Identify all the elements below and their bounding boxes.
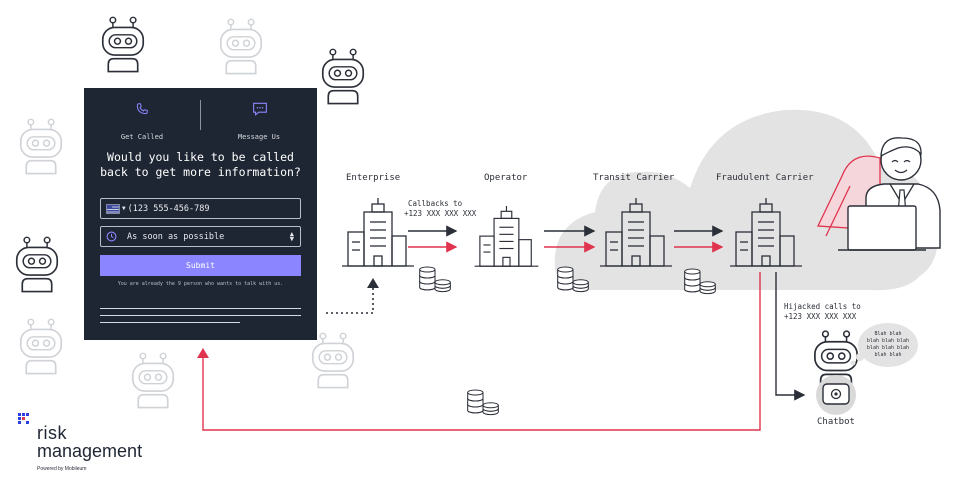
flag-icon bbox=[106, 203, 120, 214]
speech-bubble bbox=[850, 323, 918, 367]
logo-management: management bbox=[37, 441, 143, 461]
submit-button[interactable]: Submit bbox=[100, 255, 301, 276]
bot-icon-faded bbox=[131, 352, 175, 409]
clock-icon bbox=[106, 231, 117, 242]
logo-mark-icon bbox=[18, 413, 29, 424]
bot-icon-faded bbox=[219, 18, 263, 75]
bubble-line: blah blah bbox=[874, 352, 902, 358]
callbacks-line-2: +123 XXX XXX XXX bbox=[404, 209, 477, 218]
logo-risk: risk bbox=[37, 423, 67, 443]
bot-icon-faded bbox=[19, 318, 63, 375]
headline-line-1: Would you like to be called bbox=[107, 150, 294, 164]
phone-icon bbox=[136, 103, 148, 115]
fraudster-person-icon bbox=[816, 137, 941, 251]
bot-icon-faded bbox=[19, 118, 63, 175]
hijack-arrow-dark bbox=[775, 272, 806, 401]
operator-label: Operator bbox=[484, 173, 528, 183]
operator-building-icon bbox=[473, 206, 539, 267]
speech-bubble-text: Blah blah blah blah blah blah blah blah … bbox=[860, 331, 916, 359]
bubble-line: blah blah blah bbox=[866, 345, 910, 351]
tab-get-called-label: Get Called bbox=[120, 133, 164, 141]
callback-widget: Get Called Message Us Would you like to … bbox=[84, 88, 317, 340]
laptop-icon bbox=[847, 205, 917, 251]
phone-input[interactable]: ▼ (123 555-456-789 bbox=[100, 198, 301, 219]
tab-get-called[interactable]: Get Called bbox=[92, 98, 192, 141]
hijacked-annotation: Hijacked calls to +123 XXX XXX XXX bbox=[784, 302, 861, 322]
queue-note: You are already the 9 person who wants t… bbox=[117, 281, 284, 287]
return-path-red bbox=[202, 272, 761, 431]
transit-carrier-label: Transit Carrier bbox=[593, 173, 675, 183]
fraudulent-carrier-label: Fraudulent Carrier bbox=[716, 173, 814, 183]
message-icon bbox=[253, 102, 267, 116]
widget-headline: Would you like to be called back to get … bbox=[84, 150, 317, 180]
callbacks-annotation: Callbacks to +123 XXX XXX XXX bbox=[404, 199, 476, 219]
placeholder-line bbox=[100, 308, 301, 309]
hijacked-line-2: +123 XXX XXX XXX bbox=[784, 312, 857, 321]
tab-message-us-label: Message Us bbox=[237, 133, 281, 141]
coins-icon bbox=[467, 389, 499, 416]
hijacked-line-1: Hijacked calls to bbox=[784, 302, 861, 311]
chevron-down-icon[interactable]: ▼ bbox=[122, 205, 126, 212]
chatbot-label: Chatbot bbox=[817, 417, 855, 427]
time-value: As soon as possible bbox=[127, 231, 225, 242]
time-select[interactable]: As soon as possible ▲▼ bbox=[100, 226, 301, 247]
bot-icon bbox=[321, 48, 365, 105]
bot-icon-faded bbox=[311, 332, 355, 389]
logo-powered-by: Powered by Mobileum bbox=[37, 466, 87, 472]
callbacks-line-1: Callbacks to bbox=[408, 199, 463, 208]
tab-message-us[interactable]: Message Us bbox=[209, 98, 309, 141]
bubble-line: Blah blah bbox=[874, 331, 902, 337]
coins-icon bbox=[419, 266, 451, 293]
headline-line-2: back to get more information? bbox=[100, 165, 301, 179]
bot-icon bbox=[101, 16, 145, 73]
gear-icon bbox=[830, 388, 842, 400]
select-arrows-icon: ▲▼ bbox=[289, 229, 294, 243]
placeholder-line bbox=[100, 315, 301, 316]
enterprise-label: Enterprise bbox=[346, 173, 401, 183]
placeholder-line bbox=[100, 322, 240, 323]
phone-value: (123 555-456-789 bbox=[127, 203, 210, 214]
bot-icon bbox=[15, 236, 59, 293]
bubble-line: blah blah blah bbox=[866, 338, 910, 344]
tab-divider bbox=[200, 100, 201, 130]
